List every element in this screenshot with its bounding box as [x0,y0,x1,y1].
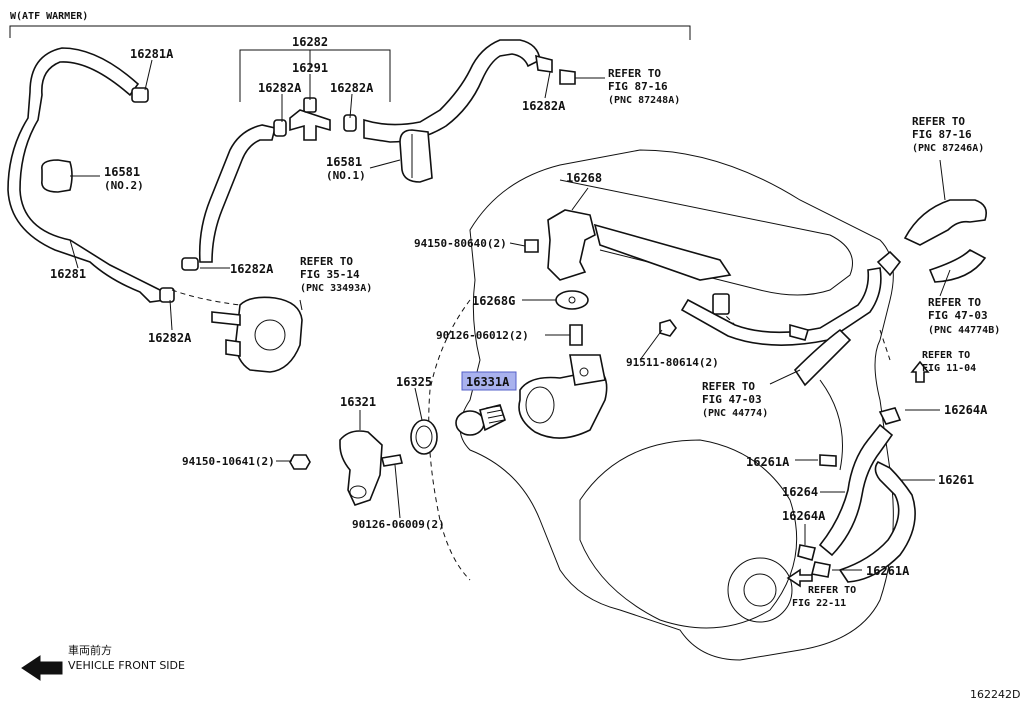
callout-16268G: 16268G [472,294,515,308]
svg-text:(PNC 87248A): (PNC 87248A) [608,95,680,106]
thermostat-housing [518,354,608,439]
callout-94150-80640: 94150-80640(2) [414,237,507,250]
clamp-16581-no2 [41,159,100,193]
gasket-16325 [410,419,438,455]
bypass-pipe [680,199,988,387]
svg-text:FIG 35-14: FIG 35-14 [300,268,360,281]
svg-text:REFER TO: REFER TO [300,255,353,268]
callout-16261A-top: 16261A [746,455,790,469]
callout-16264A-bottom: 16264A [782,509,826,523]
water-outlet-16268 [524,209,732,310]
hose-16282 [181,39,576,271]
callout-16282A-hose-end: 16282A [230,262,274,276]
callout-16281: 16281 [50,267,86,281]
callout-16282A-lower: 16282A [148,331,192,345]
svg-text:REFER TO: REFER TO [702,380,755,393]
reference-fig-22-11: REFER TO FIG 22-11 [792,585,856,609]
callout-16268: 16268 [566,171,602,185]
svg-text:FIG 47-03: FIG 47-03 [928,309,988,322]
engine-outline [428,149,894,661]
callout-16261A-bottom: 16261A [866,564,910,578]
svg-text:FIG 87-16: FIG 87-16 [912,128,972,141]
callout-16331A: 16331A [466,375,510,389]
reference-arrows [786,360,930,588]
atf-warmer-housing [171,289,303,373]
svg-text:REFER TO: REFER TO [808,585,856,596]
svg-text:FIG 11-04: FIG 11-04 [922,363,976,374]
svg-text:REFER TO: REFER TO [928,296,981,309]
clamp-16581-no1 [399,129,433,183]
callout-16291: 16291 [292,61,328,75]
callout-94150-10641: 94150-10641(2) [182,455,275,468]
callout-16581-no1: 16581 [326,155,362,169]
vehicle-front-arrow-icon [21,655,63,681]
water-inlet-16321 [289,319,677,506]
callout-16264A-top: 16264A [944,403,988,417]
svg-text:FIG 47-03: FIG 47-03 [702,393,762,406]
reference-87246A: REFER TO FIG 87-16 (PNC 87246A) [912,115,984,154]
callout-16581-no2: 16581 [104,165,140,179]
callout-16282A-mid: 16282A [330,81,374,95]
reference-33493A: REFER TO FIG 35-14 (PNC 33493A) [300,255,372,294]
svg-text:(PNC 33493A): (PNC 33493A) [300,283,372,294]
thermostat-16331A [455,404,506,436]
callout-16581-no1-sub: (NO.1) [326,169,366,182]
vehicle-front-label-jp: 車両前方 [68,643,112,657]
section-bracket: W(ATF WARMER) [9,11,691,40]
callout-90126-06012: 90126-06012(2) [436,329,529,342]
reference-fig-11-04: REFER TO FIG 11-04 [922,350,976,374]
reference-notes: REFER TO FIG 87-16 (PNC 87248A) REFER TO… [300,67,1000,609]
svg-text:(PNC 87246A): (PNC 87246A) [912,143,984,154]
callout-16282: 16282 [292,35,328,49]
callout-90126-06009: 90126-06009(2) [352,518,445,531]
reference-44774B: REFER TO FIG 47-03 (PNC 44774B) [928,296,1000,336]
svg-text:REFER TO: REFER TO [912,115,965,128]
reference-87248A: REFER TO FIG 87-16 (PNC 87248A) [608,67,680,106]
svg-text:(PNC 44774B): (PNC 44774B) [928,325,1000,336]
callout-16282A-top-right: 16282A [522,99,566,113]
highlight-box [461,371,517,391]
footer: 車両前方 VEHICLE FRONT SIDE 162242D [68,643,1020,701]
callout-16281A: 16281A [130,47,174,61]
svg-text:FIG 22-11: FIG 22-11 [792,598,846,609]
section-label: W(ATF WARMER) [10,11,88,22]
callout-16581-no2-sub: (NO.2) [104,179,144,192]
callout-16264: 16264 [782,485,818,499]
callout-91511-80614: 91511-80614(2) [626,356,719,369]
svg-text:(PNC 44774): (PNC 44774) [702,408,768,419]
callout-16261: 16261 [938,473,974,487]
hose-16264 [818,407,902,557]
leader-lines [69,49,951,571]
callout-labels: 16281A 16282 16291 16282A 16282A 16282A … [50,35,988,578]
reference-44774: REFER TO FIG 47-03 (PNC 44774) [702,380,768,419]
svg-text:REFER TO: REFER TO [608,67,661,80]
callout-16321: 16321 [340,395,376,409]
figure-code: 162242D [970,688,1020,701]
svg-text:REFER TO: REFER TO [922,350,970,361]
callout-16282A-left: 16282A [258,81,302,95]
vehicle-front-label-en: VEHICLE FRONT SIDE [68,659,185,672]
svg-text:FIG 87-16: FIG 87-16 [608,80,668,93]
hose-16281 [7,47,175,303]
hose-16261 [797,454,916,583]
callout-16325: 16325 [396,375,432,389]
